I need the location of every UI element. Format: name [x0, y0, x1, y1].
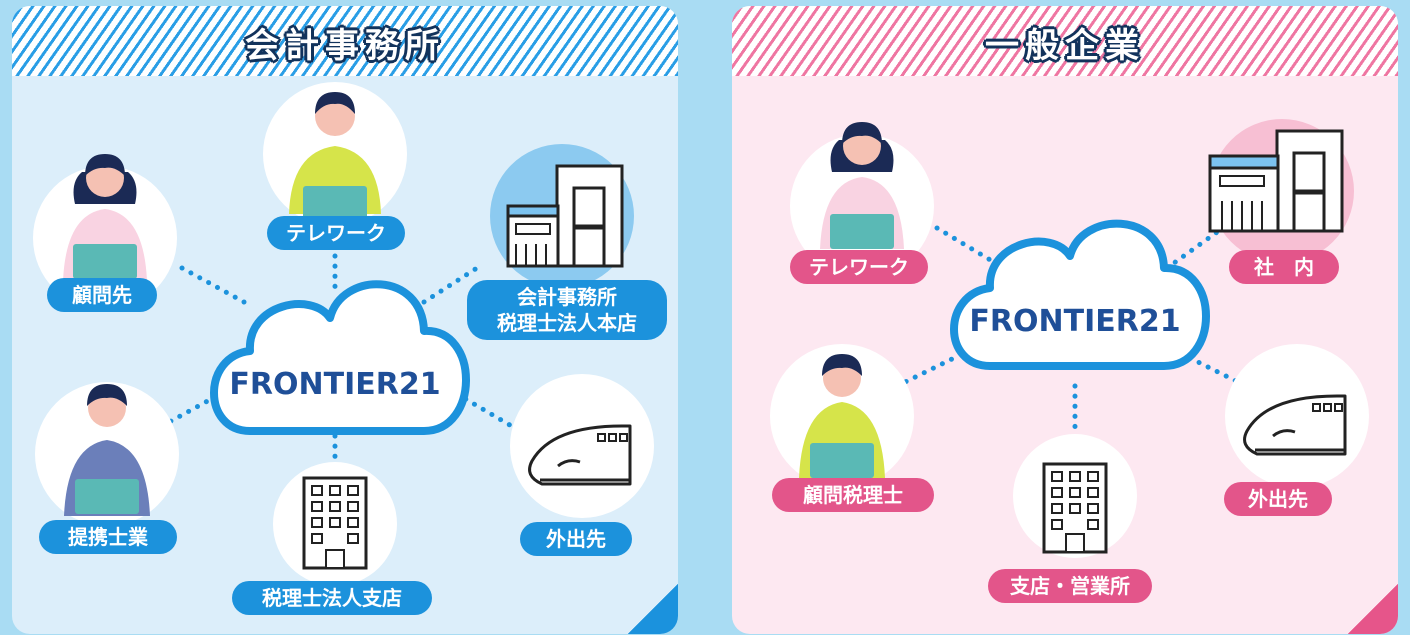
panel-title: 会計事務所 [245, 26, 445, 66]
accounting-firm-panel: 会計事務所 [12, 6, 678, 634]
head-office-label-line2: 税理士法人本店 [497, 311, 637, 335]
general-company-panel: 一般企業 [732, 6, 1398, 634]
network-diagram: FRONTIER21 [770, 119, 1369, 558]
connector-outside [454, 391, 523, 434]
building-icon [490, 144, 634, 288]
cloud-label: FRONTIER21 [229, 367, 440, 402]
page-corner [628, 584, 678, 634]
bullet-train-icon [1225, 344, 1369, 488]
telework-person-icon [790, 122, 934, 278]
advisor-person-icon [770, 344, 914, 488]
telework-label: テレワーク [790, 250, 928, 284]
branch-label: 税理士法人支店 [232, 581, 432, 615]
advisor-label: 顧問税理士 [772, 478, 934, 512]
office-tower-icon [273, 462, 397, 586]
telework-label: テレワーク [267, 216, 405, 250]
client-label: 顧問先 [47, 278, 157, 312]
client-person-icon [33, 154, 177, 310]
bullet-train-icon [510, 374, 654, 518]
network-diagram: FRONTIER21 [33, 82, 654, 586]
title-band [732, 6, 1398, 76]
panel-title: 一般企業 [985, 26, 1145, 66]
outside-label: 外出先 [520, 522, 632, 556]
connector-client [179, 265, 247, 305]
partner-label: 提携士業 [39, 520, 177, 554]
in-house-label: 社 内 [1229, 250, 1339, 284]
cloud-icon [950, 219, 1210, 370]
head-office-label-line1: 会計事務所 [517, 285, 617, 309]
title-band [12, 6, 678, 76]
page-corner [1348, 584, 1398, 634]
head-office-label: 会計事務所 税理士法人本店 [467, 280, 667, 340]
outside-label: 外出先 [1224, 482, 1332, 516]
cloud-icon [210, 280, 470, 435]
partner-person-icon [35, 382, 179, 526]
cloud-label: FRONTIER21 [969, 304, 1180, 339]
connector-telework [934, 225, 1000, 267]
telework-person-icon [263, 82, 407, 226]
office-tower-icon [1013, 434, 1137, 558]
branch-label: 支店・営業所 [988, 569, 1152, 603]
connector-head-office [421, 265, 480, 305]
connector-in-house [1164, 227, 1223, 271]
connector-outside [1187, 355, 1253, 391]
building-icon [1208, 119, 1354, 263]
connector-advisor [894, 355, 957, 389]
